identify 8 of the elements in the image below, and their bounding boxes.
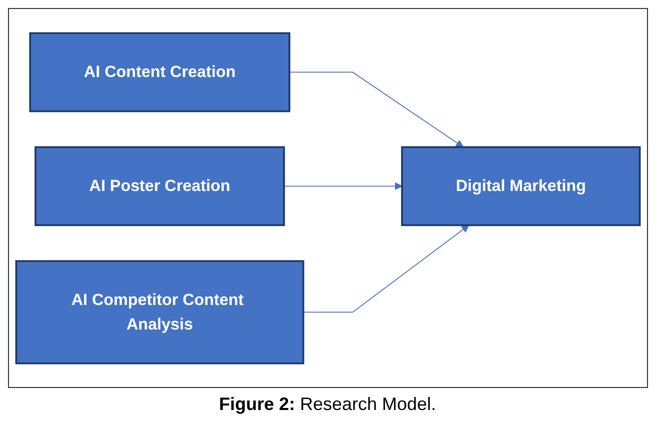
- node-box: AI Poster Creation: [34, 146, 284, 226]
- figure-caption: Figure 2: Research Model.: [218, 394, 436, 415]
- arrow: [302, 224, 469, 312]
- node-box: AI Content Creation: [28, 32, 290, 112]
- arrow: [283, 182, 402, 190]
- arrow: [288, 71, 464, 148]
- node-box: AI Competitor Content Analysis: [14, 260, 304, 364]
- node-box: Digital Marketing: [400, 146, 640, 226]
